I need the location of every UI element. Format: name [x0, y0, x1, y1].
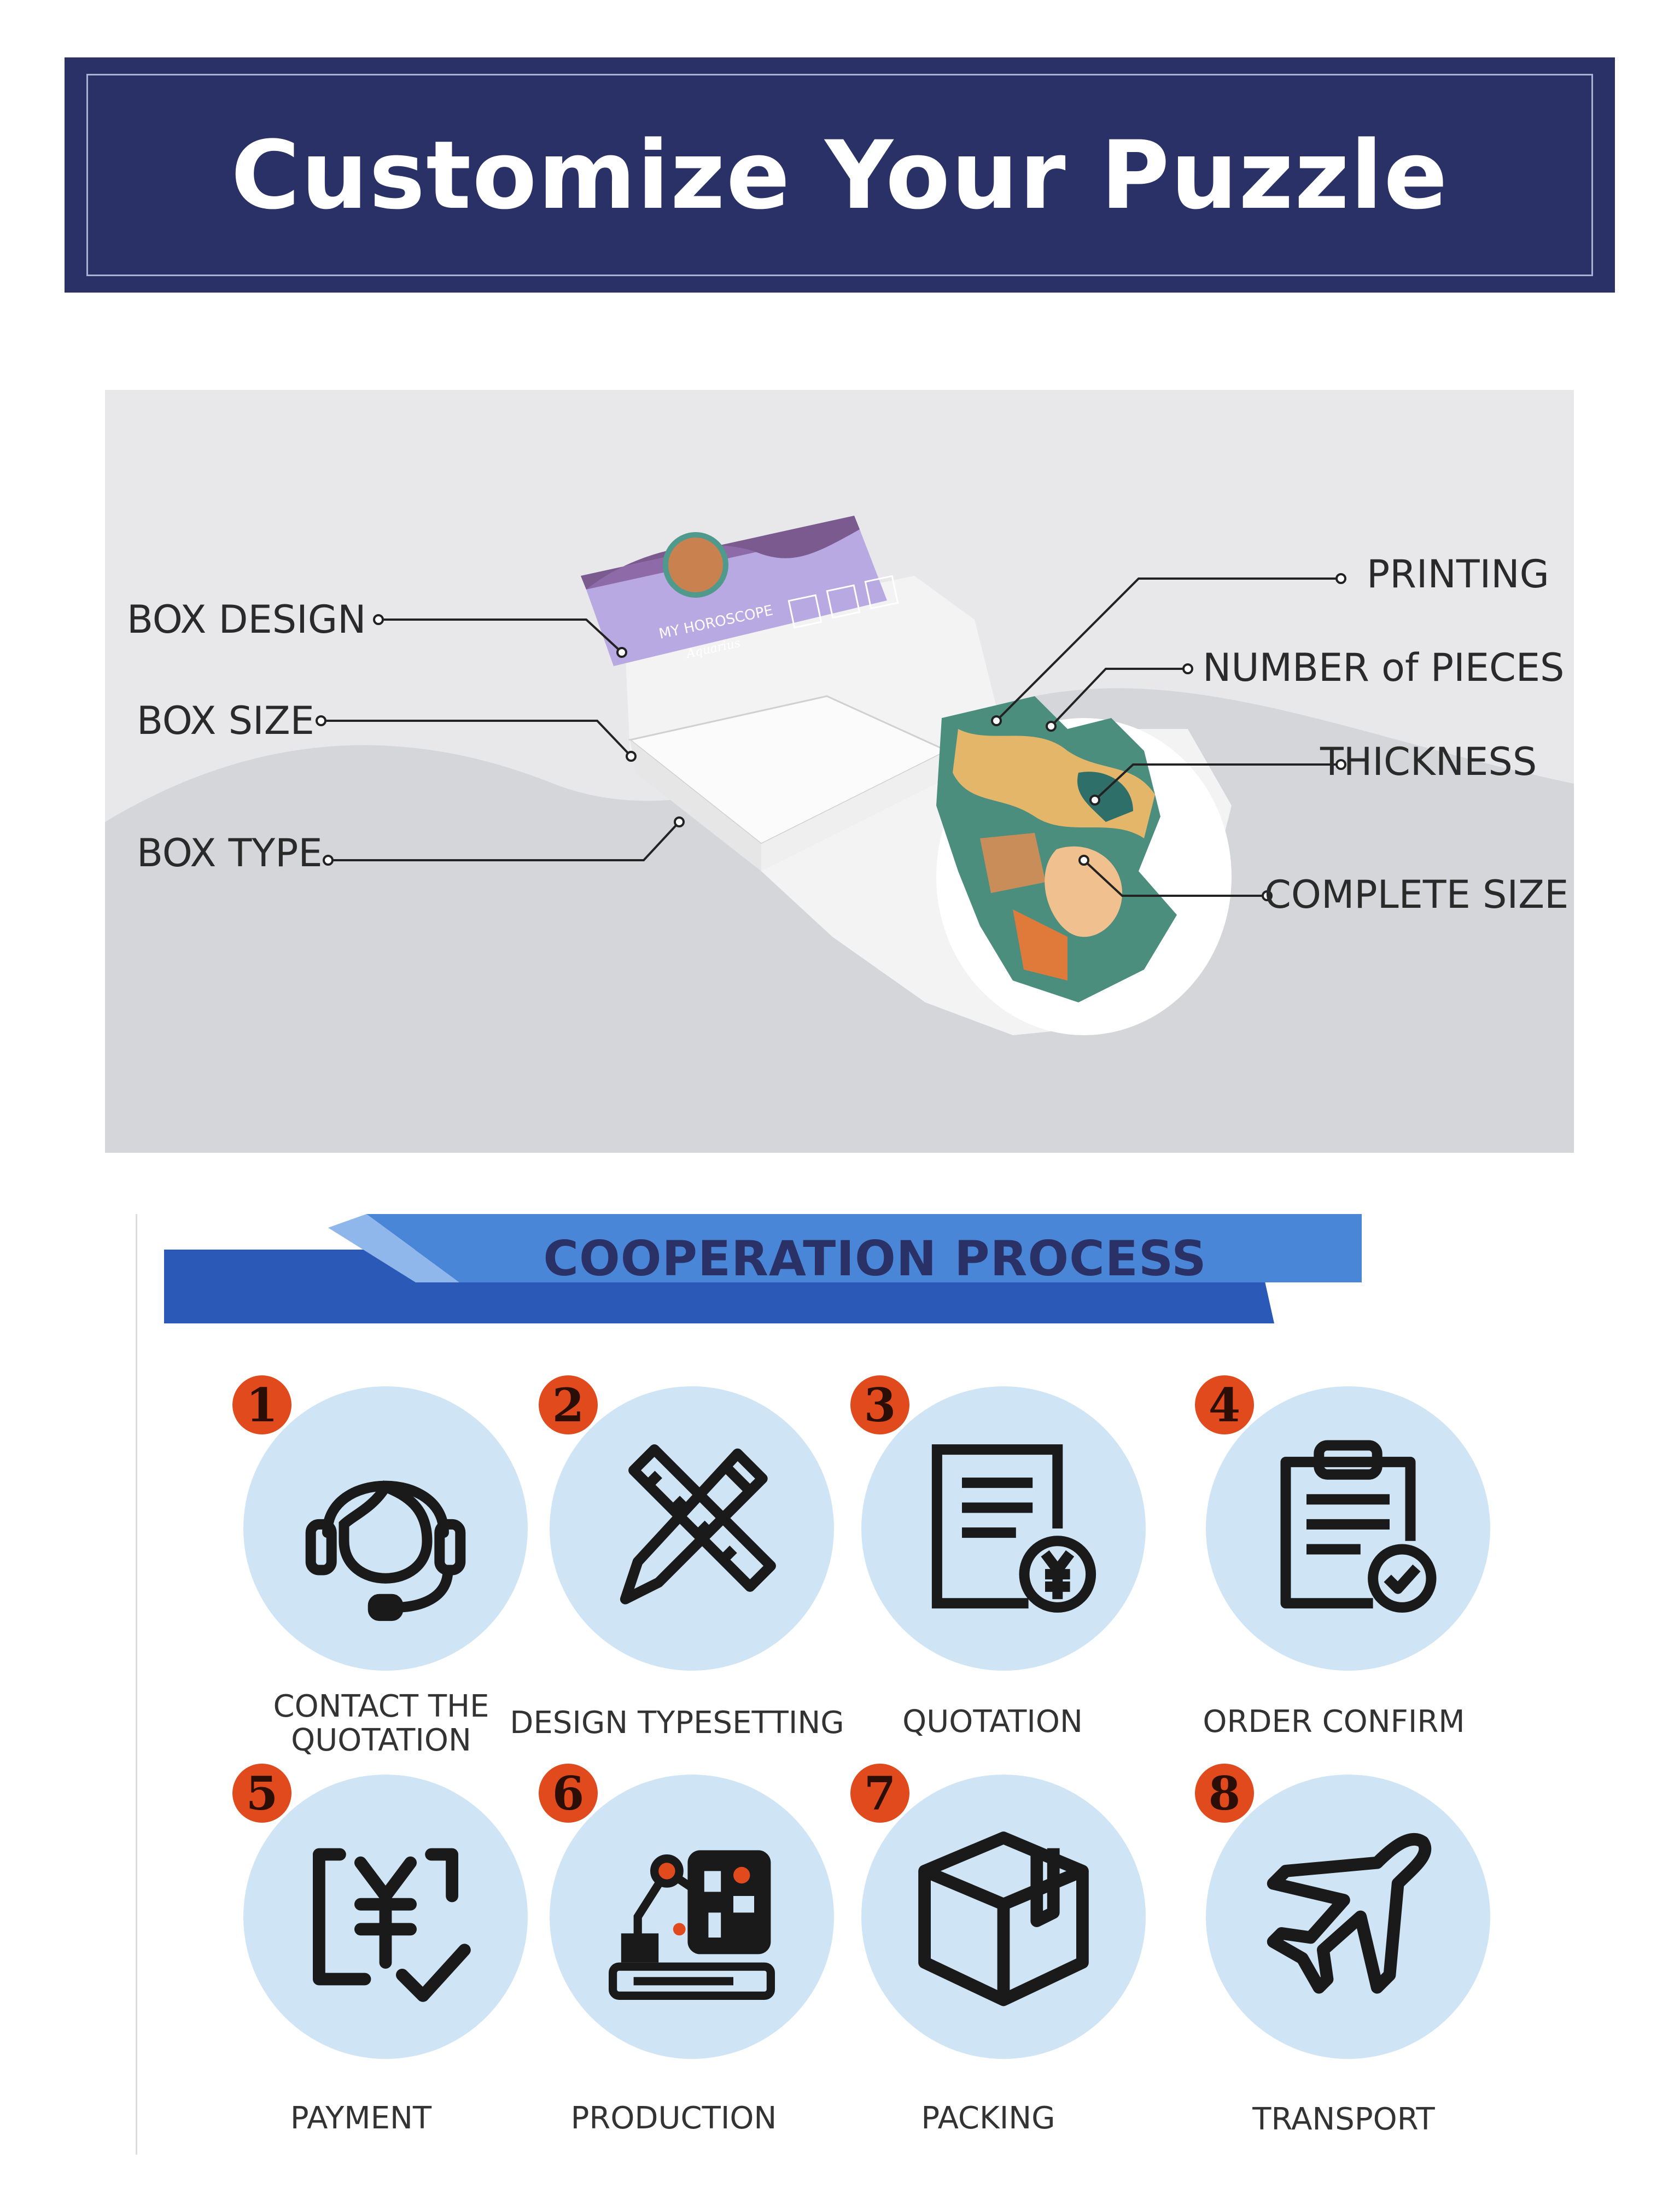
puzzle-product-illustration: MY HOROSCOPE Aquarius [105, 516, 1574, 1153]
ruler-pencil-icon [620, 1444, 776, 1604]
box-lid-badge-age [788, 594, 822, 629]
airplane-icon [1267, 1833, 1432, 1994]
step-circle [243, 1386, 528, 1671]
step-8-label: TRANSPORT [1252, 2102, 1435, 2137]
step-5: 5 [232, 1764, 528, 2059]
puzzle-spec-panel: MY HOROSCOPE Aquarius [105, 390, 1574, 1153]
step-1: 1 [232, 1375, 528, 1671]
label-number-of-pieces: NUMBER of PIECES [1203, 645, 1565, 690]
label-box-design: BOX DESIGN [127, 597, 366, 642]
step-2-label: DESIGN TYPESETTING [510, 1705, 844, 1741]
step-number-badge: 6 [539, 1764, 598, 1823]
puzzle-piece-character [1045, 846, 1122, 937]
title-banner: Customize Your Puzzle [65, 57, 1615, 293]
step-8: 8 [1195, 1764, 1490, 2059]
box-lid-front [586, 529, 887, 666]
box-icon [918, 1831, 1089, 2006]
box-tray-side [630, 740, 761, 871]
leader-lines [321, 577, 1341, 897]
step-6-label: PRODUCTION [570, 2101, 777, 2136]
step-5-label: PAYMENT [290, 2101, 432, 2136]
step-number-badge: 3 [850, 1375, 909, 1434]
step-number-badge: 8 [1195, 1764, 1254, 1823]
page-title: Customize Your Puzzle [231, 120, 1449, 230]
clipboard-check-icon [1280, 1440, 1437, 1613]
box-tray-front [761, 751, 947, 871]
headset-icon [305, 1480, 466, 1621]
label-complete-size: COMPLETE SIZE [1264, 872, 1569, 917]
leader-dots [316, 573, 1346, 901]
step-6: 6 [539, 1764, 834, 2059]
step-number-badge: 4 [1195, 1375, 1254, 1434]
process-title-banner [164, 1214, 1362, 1323]
step-2: 2 [539, 1375, 834, 1671]
step-7-label: PACKING [921, 2101, 1055, 2136]
factory-robot-icon [609, 1850, 775, 2000]
title-banner-frame: Customize Your Puzzle [86, 74, 1593, 276]
puzzle-piece-orange [980, 833, 1046, 893]
step-3: 3 [850, 1375, 1146, 1671]
step-number-badge: 2 [539, 1375, 598, 1434]
step-number-badge: 5 [232, 1764, 291, 1823]
step-7: 7 [850, 1764, 1146, 2059]
box-lid-illustration [663, 532, 728, 598]
step-number-badge: 7 [850, 1764, 909, 1823]
box-lid-badge-size [826, 584, 861, 619]
step-circle [1206, 1775, 1490, 2059]
step-4: 4 [1195, 1375, 1490, 1671]
step-4-label: ORDER CONFIRM [1203, 1704, 1465, 1740]
label-box-size: BOX SIZE [137, 698, 314, 743]
label-printing: PRINTING [1367, 552, 1549, 597]
document-yen-icon [931, 1444, 1096, 1613]
step-1-label: CONTACT THE QUOTATION [273, 1689, 489, 1758]
label-thickness: THICKNESS [1320, 739, 1537, 784]
process-title: COOPERATION PROCESS [543, 1230, 1207, 1287]
step-number-badge: 1 [232, 1375, 291, 1434]
yen-payment-icon [313, 1848, 471, 2002]
puzzle-piece-red [1013, 909, 1068, 981]
step-3-label: QUOTATION [902, 1704, 1083, 1740]
puzzle-piece-teal [1077, 772, 1133, 822]
box-lid-art [581, 516, 860, 590]
section-divider [136, 1214, 137, 2155]
box-lid-badge-pieces [864, 575, 899, 610]
label-box-type: BOX TYPE [137, 831, 323, 876]
